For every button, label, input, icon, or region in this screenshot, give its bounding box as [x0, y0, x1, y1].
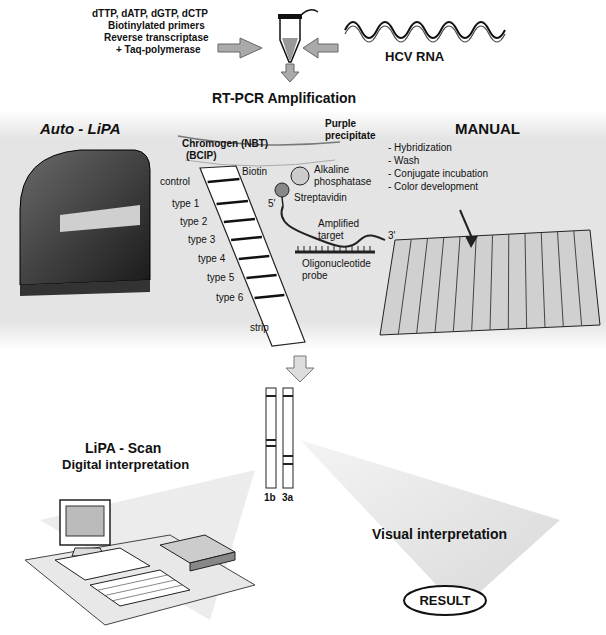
band-label: type 3 [188, 234, 215, 246]
enzyme-label: Alkaline phosphatase [314, 164, 376, 187]
result-text: RESULT [402, 593, 488, 608]
step-item: - Color development [388, 181, 478, 193]
biotin-label: Biotin [242, 166, 267, 178]
scan-subtitle: Digital interpretation [62, 458, 189, 473]
step-item: - Conjugate incubation [388, 168, 488, 180]
genotype-label: 3a [282, 492, 293, 504]
band-label: type 1 [172, 198, 199, 210]
precipitate-label: Purple precipitate [325, 118, 387, 141]
method-title: MANUAL [455, 120, 520, 137]
strip-label: strip [250, 322, 269, 334]
probe-label: Oligonucleotide probe [302, 258, 377, 281]
end-label: 5' [268, 198, 275, 210]
rna-label: HCV RNA [385, 50, 444, 65]
step-item: - Hybridization [388, 142, 452, 154]
chromogen-label: (BCIP) [186, 150, 217, 162]
scan-title: LiPA - Scan [85, 440, 161, 456]
band-label: type 4 [198, 253, 225, 265]
step-item: - Wash [388, 155, 419, 167]
band-label: control [160, 176, 190, 188]
band-label: type 5 [207, 272, 234, 284]
genotype-label: 1b [264, 492, 276, 504]
reagent-label: Reverse transcriptase [104, 32, 209, 44]
chromogen-label: Chromogen (NBT) [182, 138, 268, 150]
visual-title: Visual interpretation [372, 526, 507, 542]
reagent-label: dTTP, dATP, dGTP, dCTP [92, 8, 208, 20]
band-label: type 6 [216, 292, 243, 304]
method-title: Auto - LiPA [40, 120, 121, 137]
step-title: RT-PCR Amplification [212, 90, 356, 106]
result-ellipse: RESULT [402, 584, 488, 617]
target-label: Amplified target [318, 218, 378, 241]
reagent-label: Biotinylated primers [108, 20, 205, 32]
streptavidin-label: Streptavidin [294, 192, 347, 204]
reagent-label: + Taq-polymerase [116, 44, 201, 56]
band-label: type 2 [180, 216, 207, 228]
end-label: 3' [388, 230, 395, 242]
